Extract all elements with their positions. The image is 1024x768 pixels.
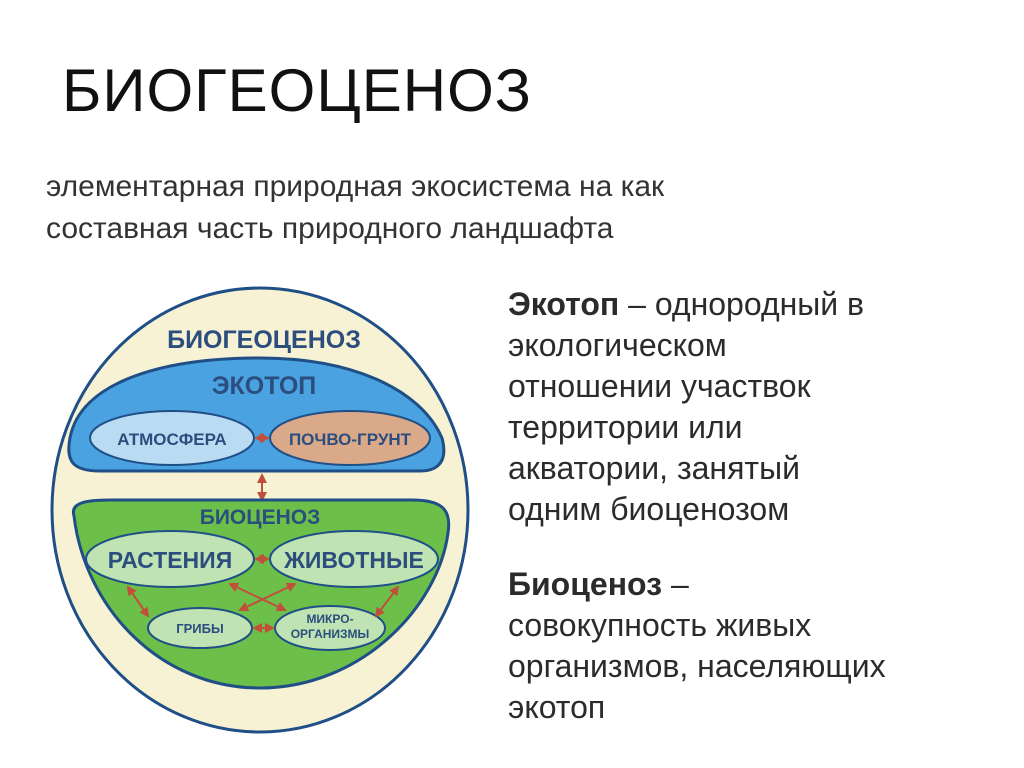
definition-line-2: составная часть природного ландшафта — [46, 212, 614, 245]
atmosphere-label: АТМОСФЕРА — [117, 430, 226, 449]
fungi-label: ГРИБЫ — [176, 621, 223, 636]
outer-label: БИОГЕОЦЕНОЗ — [167, 326, 361, 354]
microorganisms-label-line-1: МИКРО- — [306, 612, 353, 626]
animals-label: ЖИВОТНЫЕ — [283, 547, 424, 573]
biocenosis-definition-line-2: совокупность живых — [508, 607, 812, 643]
biogeocenosis-diagram: БИОГЕОЦЕНОЗ ЭКОТОП АТМОСФЕРА ПОЧВО-ГРУНТ… — [50, 286, 470, 734]
ecotop-definition-line-4: территории или — [508, 409, 743, 445]
microorganisms-ellipse — [274, 605, 386, 651]
arrow-animals-microorganisms — [374, 585, 400, 618]
ecotop-definition-line-1: Экотоп – однородный в — [508, 284, 1008, 325]
biocenosis-definition-line-1: Биоценоз – — [508, 564, 1008, 605]
biocenosis-label: БИОЦЕНОЗ — [200, 506, 321, 529]
biocenosis-definition-first-line: – — [662, 566, 689, 602]
soil-label: ПОЧВО-ГРУНТ — [289, 430, 412, 449]
ecotop-definition-line-3: отношении участвок — [508, 368, 811, 404]
ecotop-definition-first-line: – однородный в — [619, 286, 865, 322]
ecotop-definition-line-5: акватории, занятый — [508, 450, 800, 486]
biocenosis-definition-line-4: экотоп — [508, 689, 606, 725]
biocenosis-definition-line-3: организмов, населяющих — [508, 648, 886, 684]
definitions-panel: Экотоп – однородный в экологическом отно… — [508, 284, 1008, 762]
animals-ellipse — [269, 530, 439, 588]
arrow-animals-fungi — [238, 582, 297, 612]
soil-ellipse — [269, 410, 431, 466]
definition-text: элементарная природная экосистема на как… — [46, 166, 946, 250]
ecotop-definition: Экотоп – однородный в экологическом отно… — [508, 284, 1008, 530]
microorganisms-label-line-2: ОРГАНИЗМЫ — [291, 627, 370, 641]
ecotop-definition-line-6: одним биоценозом — [508, 491, 790, 527]
biocenosis-definition: Биоценоз – совокупность живых организмов… — [508, 564, 1008, 728]
definition-line-1: элементарная природная экосистема на как — [46, 170, 665, 203]
ecotop-term: Экотоп — [508, 286, 620, 322]
ecotop-label: ЭКОТОП — [212, 372, 317, 400]
ecotop-definition-line-2: экологическом — [508, 327, 727, 363]
arrow-plants-fungi — [126, 585, 150, 618]
slide-title: БИОГЕОЦЕНОЗ — [62, 57, 532, 124]
biocenosis-term: Биоценоз — [508, 566, 663, 602]
plants-label: РАСТЕНИЯ — [108, 547, 232, 573]
